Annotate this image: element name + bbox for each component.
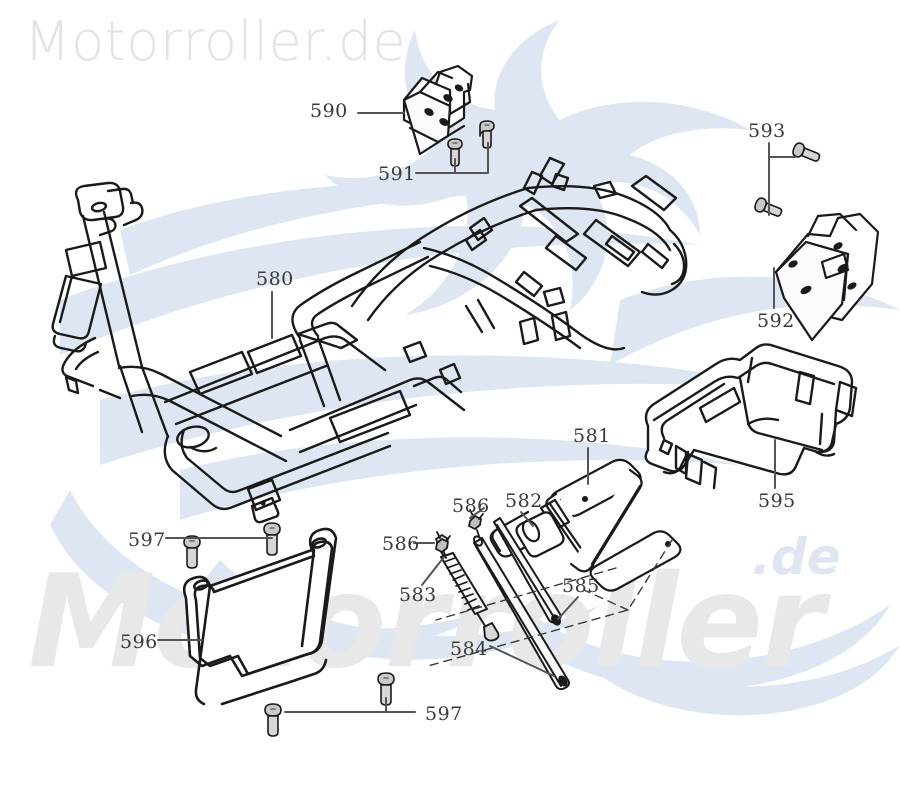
callout-label-582[interactable]: 582 bbox=[505, 490, 543, 512]
callout-label-581[interactable]: 581 bbox=[573, 425, 611, 447]
callout-label-580[interactable]: 580 bbox=[256, 268, 294, 290]
part-596-floor-trim bbox=[182, 527, 338, 706]
watermark-bottom: Motorroller bbox=[28, 548, 824, 697]
assembly-guide-dashed bbox=[427, 539, 673, 667]
part-580-frame bbox=[51, 156, 688, 524]
callout-label-591[interactable]: 591 bbox=[378, 163, 416, 185]
part-585-rod bbox=[493, 517, 562, 626]
callout-label-590[interactable]: 590 bbox=[310, 100, 348, 122]
part-582-bushing bbox=[515, 511, 565, 558]
part-586-clips bbox=[435, 509, 484, 559]
callout-label-597b[interactable]: 597 bbox=[425, 703, 463, 725]
part-592-side-bracket bbox=[774, 212, 880, 342]
callout-label-586[interactable]: 586 bbox=[452, 495, 490, 517]
part-583-spring bbox=[435, 534, 500, 642]
callout-label-597[interactable]: 597 bbox=[128, 529, 166, 551]
callout-label-584[interactable]: 584 bbox=[450, 638, 488, 660]
callout-label-583[interactable]: 583 bbox=[399, 584, 437, 606]
watermark-top: Motorroller.de bbox=[24, 10, 407, 73]
part-581-center-stand bbox=[489, 458, 682, 592]
leader-lines bbox=[157, 112, 796, 713]
callout-label-585[interactable]: 585 bbox=[562, 575, 600, 597]
watermark-bottom-suffix: .de bbox=[752, 528, 841, 586]
part-595-body-cover bbox=[644, 343, 858, 490]
callout-label-595[interactable]: 595 bbox=[758, 490, 796, 512]
callout-label-596[interactable]: 596 bbox=[120, 631, 158, 653]
callout-label-586b[interactable]: 586 bbox=[382, 533, 420, 555]
part-590-bracket bbox=[402, 64, 474, 156]
callout-label-593[interactable]: 593 bbox=[748, 120, 786, 142]
callout-label-592[interactable]: 592 bbox=[757, 310, 795, 332]
part-584-pivot-shaft bbox=[473, 535, 570, 691]
